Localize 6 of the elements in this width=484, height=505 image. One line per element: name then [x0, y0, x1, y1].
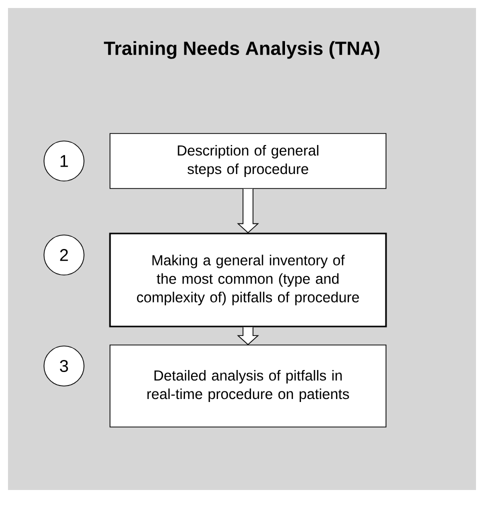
- process-box: Making a general inventory of the most common (type and complexity of) pitfalls of procedure: [109, 232, 387, 328]
- hollow-arrow: [236, 326, 260, 346]
- process-box: Description of general steps of procedure: [110, 133, 386, 189]
- process-box: Detailed analysis of pitfalls in real-time procedure on patients: [110, 344, 386, 428]
- title: Training Needs Analysis (TNA): [104, 41, 380, 59]
- hollow-arrow: [236, 188, 260, 234]
